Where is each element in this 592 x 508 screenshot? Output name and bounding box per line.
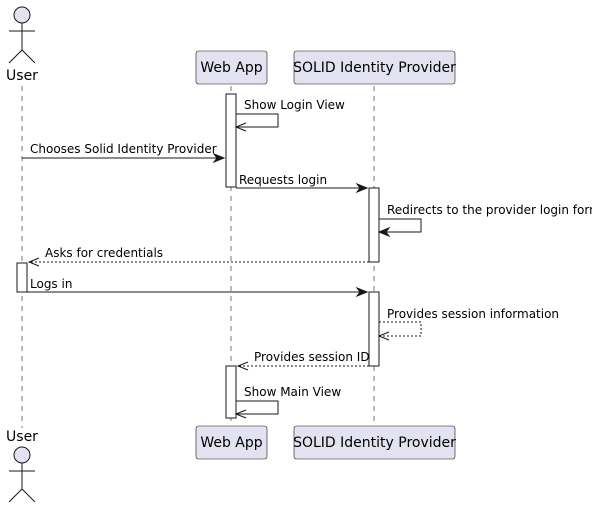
arrowhead [27,257,40,267]
message-chooses-provider: Chooses Solid Identity Provider [22,142,226,164]
message-line [236,113,279,128]
participant-label-webapp-top: Web App [200,60,262,76]
message-label: Show Login View [244,98,345,112]
arrowhead [377,226,391,238]
actor-legs [8,488,36,503]
message-label: Provides session ID [254,350,370,364]
message-line [236,400,279,415]
participant-box [195,425,268,460]
message-label: Provides session information [387,307,559,321]
arrowhead [377,331,390,341]
participant-webapp-bottom: Web App [195,425,268,460]
arrowhead [234,409,247,419]
participant-idp-bottom: SOLID Identity Provider [293,425,456,460]
arrowhead [212,152,226,164]
actor-legs [8,49,36,64]
participant-label-user-bottom: User [6,429,38,445]
message-session-id: Provides session ID [236,350,370,371]
participant-label-user-top: User [6,68,38,84]
participant-box [293,425,456,460]
message-asks-credentials: Asks for credentials [27,246,369,267]
message-label: Chooses Solid Identity Provider [30,142,217,156]
actor-user-bottom: User [6,429,38,503]
message-label: Requests login [239,173,327,187]
arrowhead [234,122,247,132]
activation-idp-1 [368,187,380,263]
message-session-information: Provides session information [377,307,559,341]
message-redirects: Redirects to the provider login form [377,203,592,238]
participant-box [195,50,268,85]
actor-head [13,6,31,24]
message-requests-login: Requests login [236,173,369,194]
message-show-main-view: Show Main View [234,385,341,419]
message-label: Redirects to the provider login form [387,203,592,217]
arrowhead [355,286,369,298]
message-line [379,321,422,337]
activation-webapp-1 [225,93,237,188]
participant-label-webapp-bottom: Web App [200,435,262,451]
arrowhead [236,361,249,371]
message-label: Show Main View [244,385,341,399]
message-logs-in: Logs in [27,277,369,298]
activation-webapp-2 [225,365,237,419]
participant-idp-top: SOLID Identity Provider [293,50,456,85]
arrowhead [355,182,369,194]
participant-label-idp-bottom: SOLID Identity Provider [293,435,456,451]
message-label: Logs in [30,277,72,291]
message-label: Asks for credentials [45,246,163,260]
actor-user-top: User [6,6,38,84]
participant-label-idp-top: SOLID Identity Provider [293,60,456,76]
activation-user-1 [16,262,28,293]
message-show-login-view: Show Login View [234,98,345,132]
participant-box [293,50,456,85]
activation-idp-2 [368,291,380,367]
actor-head [13,446,31,464]
participant-webapp-top: Web App [195,50,268,85]
message-line [379,218,422,233]
